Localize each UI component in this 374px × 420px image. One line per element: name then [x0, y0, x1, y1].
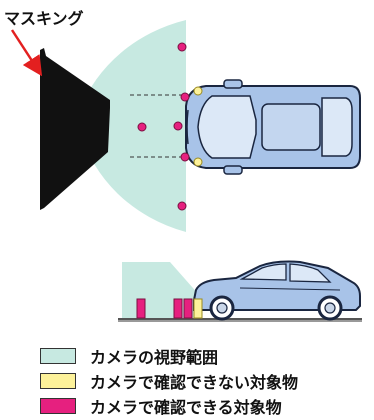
camera-view-range-top [80, 20, 186, 232]
masking-arrow [10, 29, 43, 77]
detectable-object-post [173, 298, 183, 319]
undetectable-object-marker [193, 86, 203, 96]
legend-swatch [40, 373, 76, 389]
legend-swatch [40, 348, 76, 364]
legend-item-detectable: カメラで確認できる対象物 [40, 396, 282, 417]
ground-strip [118, 320, 362, 322]
detectable-object-marker [180, 152, 190, 162]
detectable-object-marker [173, 121, 183, 131]
undetectable-object-post [193, 298, 203, 319]
detectable-object-marker [177, 201, 187, 211]
car-side-view [193, 260, 361, 321]
masking-wall [40, 48, 110, 210]
detectable-object-marker [177, 42, 187, 52]
legend-item-undetectable: カメラで確認できない対象物 [40, 371, 299, 392]
detectable-object-marker [180, 92, 190, 102]
legend-item-view-range: カメラの視野範囲 [40, 346, 219, 367]
car-top-view [185, 79, 361, 175]
detectable-object-post [136, 298, 146, 319]
detectable-object-marker [137, 122, 147, 132]
legend-label: カメラで確認できる対象物 [90, 398, 282, 417]
legend-label: カメラの視野範囲 [90, 348, 219, 367]
legend-label: カメラで確認できない対象物 [90, 373, 299, 392]
legend-swatch [40, 398, 76, 414]
undetectable-object-marker [193, 157, 203, 167]
detectable-object-post [183, 298, 193, 319]
masking-label: マスキング [4, 9, 84, 28]
